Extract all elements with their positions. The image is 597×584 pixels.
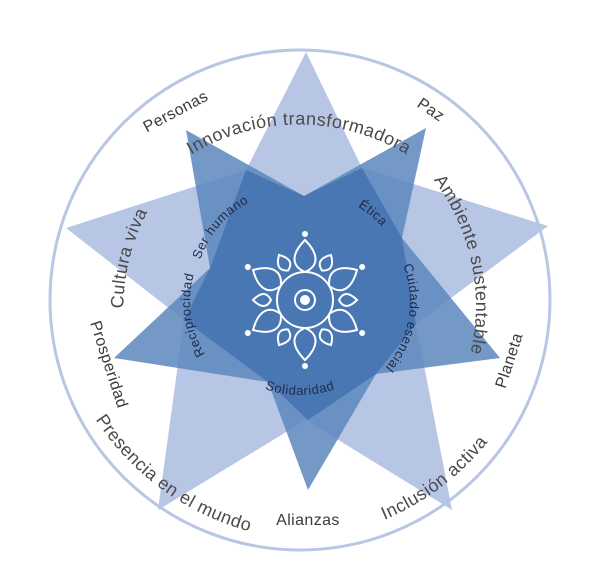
tip-paz: Paz <box>414 95 447 125</box>
tip-planeta: Planeta <box>493 331 527 391</box>
inner-solidaridad: Solidaridad <box>264 378 336 398</box>
tip-personas: Personas <box>141 88 211 136</box>
tip-prosperidad: Prosperidad <box>86 319 130 411</box>
outer-circle <box>48 48 552 552</box>
tip-alianzas: Alianzas <box>276 512 340 529</box>
center-overlap <box>184 168 416 420</box>
mandala-icon <box>244 231 366 369</box>
